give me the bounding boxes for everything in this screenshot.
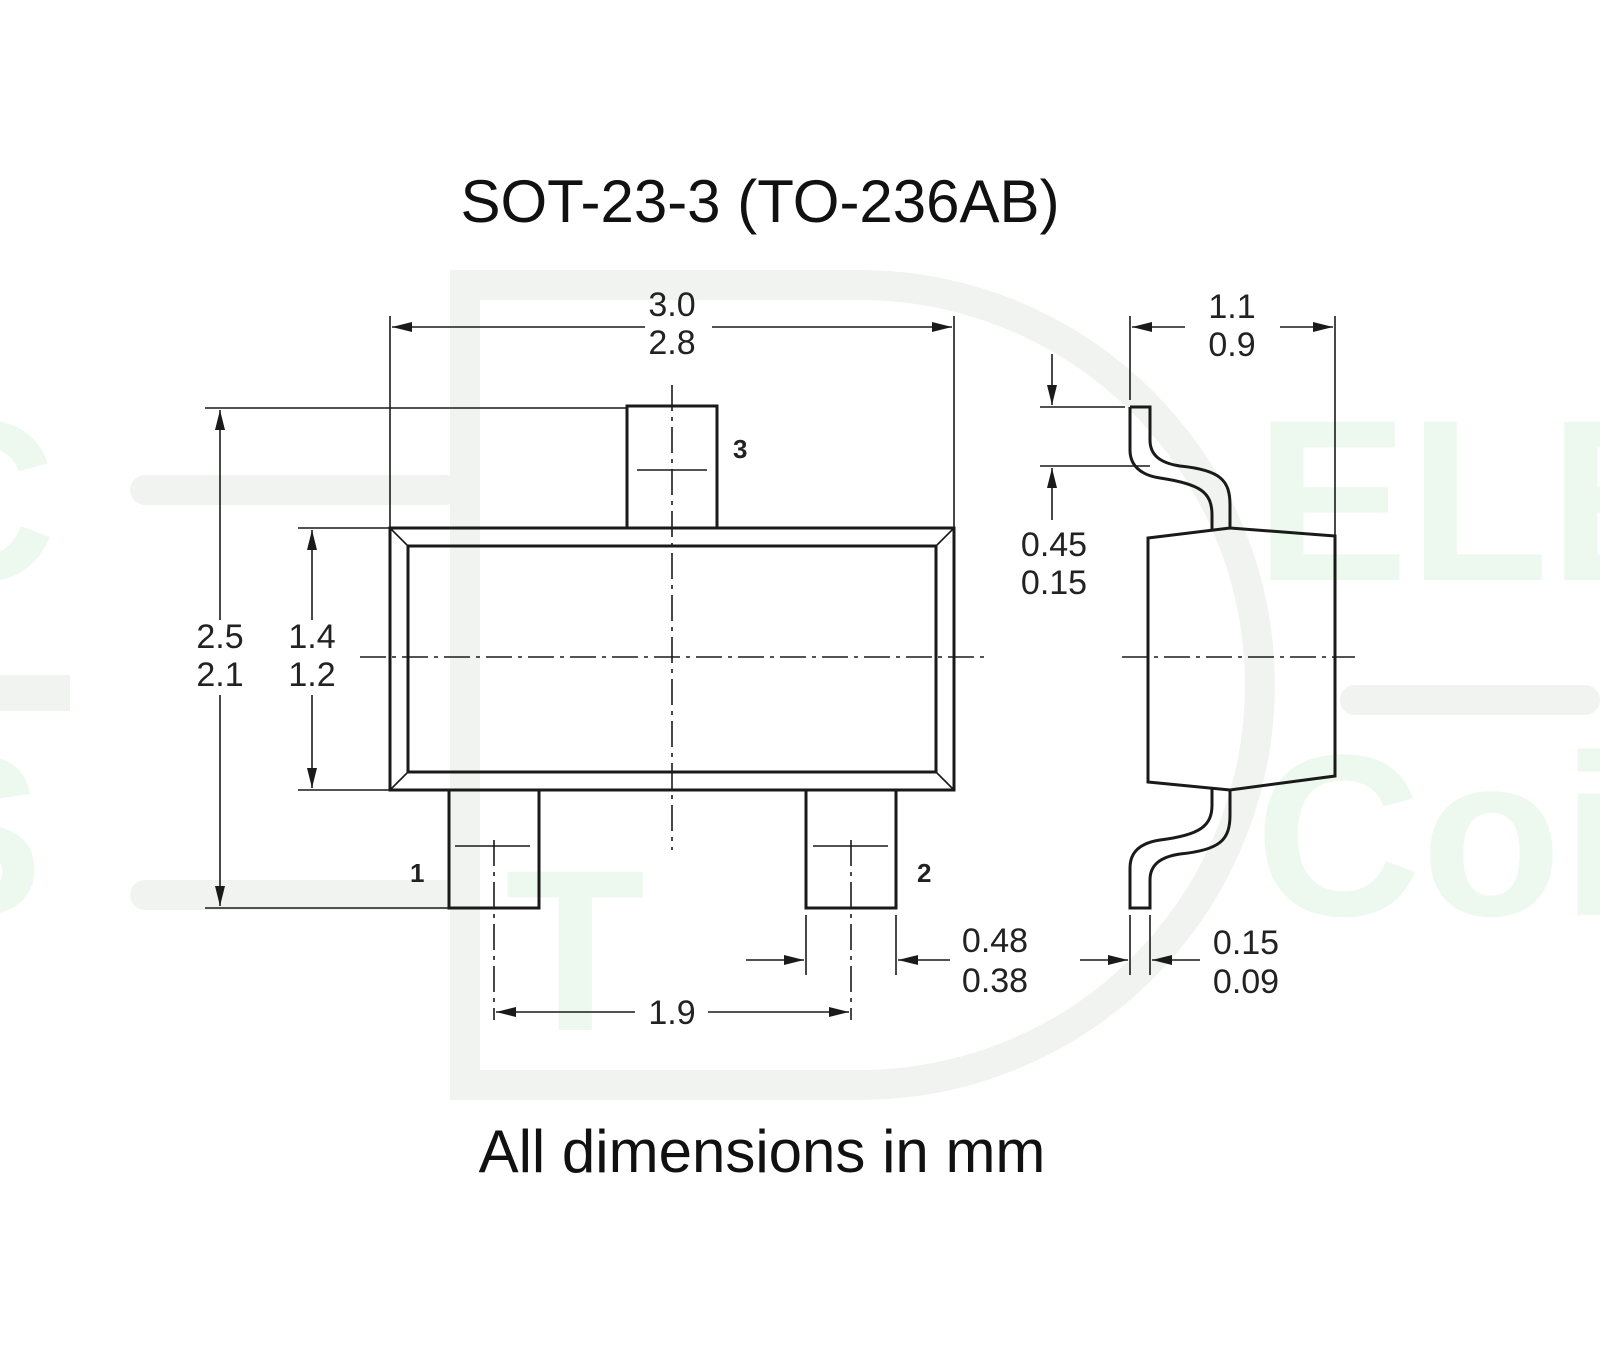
side-view-lead-bottom xyxy=(1128,788,1232,910)
dim-height-max: 1.1 xyxy=(1208,288,1255,326)
dim-lead-thickness-min: 0.09 xyxy=(1213,963,1279,1001)
dim-lead-thickness-max: 0.15 xyxy=(1213,924,1279,962)
watermark-logo: T ELE Coi C S xyxy=(0,270,1600,1100)
dim-height-min: 0.9 xyxy=(1208,326,1255,364)
pin-label-2: 2 xyxy=(917,858,931,888)
dim-lead-length-max: 0.45 xyxy=(1021,526,1087,564)
watermark-letter-left-bottom: S xyxy=(0,707,43,964)
watermark-text-top: ELE xyxy=(1255,372,1600,629)
dim-body-width-min: 1.2 xyxy=(288,656,335,694)
units-note: All dimensions in mm xyxy=(479,1118,1046,1185)
dim-pitch: 1.9 xyxy=(648,994,695,1032)
dim-lead-width-max: 0.48 xyxy=(962,922,1028,960)
dim-body-length-max: 3.0 xyxy=(648,286,695,324)
watermark-letter-t: T xyxy=(505,822,646,1079)
lead-3 xyxy=(625,404,719,530)
watermark-letter-left-top: C xyxy=(0,372,56,629)
dim-lead-width-min: 0.38 xyxy=(962,962,1028,1000)
pin-label-1: 1 xyxy=(410,858,424,888)
dim-overall-width-min: 2.1 xyxy=(196,656,243,694)
dim-body-length-min: 2.8 xyxy=(648,324,695,362)
watermark-text-bottom: Coi xyxy=(1255,707,1600,964)
page-title: SOT-23-3 (TO-236AB) xyxy=(460,168,1059,235)
dim-lead-length-min: 0.15 xyxy=(1021,564,1087,602)
dim-overall-width-max: 2.5 xyxy=(196,618,243,656)
pin-label-3: 3 xyxy=(733,434,747,464)
dim-body-width-max: 1.4 xyxy=(288,618,335,656)
side-view-lead-top xyxy=(1130,405,1232,528)
